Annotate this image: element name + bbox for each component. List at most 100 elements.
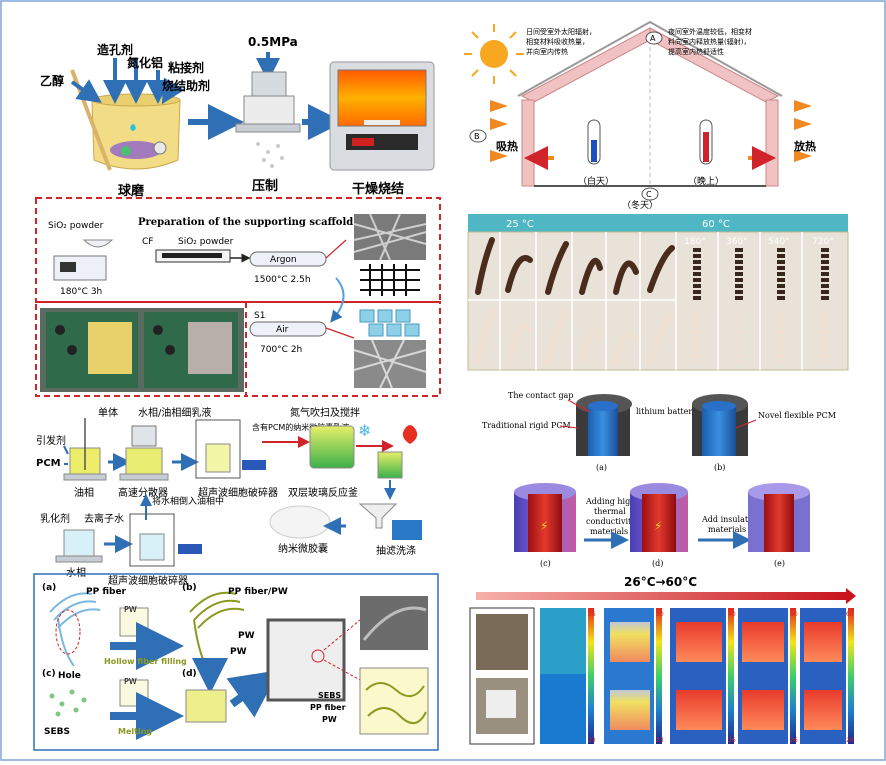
label-adding-4: materials bbox=[590, 527, 628, 536]
label-cond-argon: 1500°C 2.5h bbox=[254, 275, 311, 285]
scale1-top: 26 bbox=[588, 611, 596, 618]
label-ethanol: 乙醇 bbox=[40, 73, 64, 88]
label-b: (b) bbox=[714, 463, 725, 472]
label-dry-sinter: 干燥烧结 bbox=[352, 181, 404, 197]
label-nano: 纳米微胶囊 bbox=[278, 542, 328, 555]
label-d: (d) bbox=[652, 559, 663, 568]
label-a: (a) bbox=[596, 463, 607, 472]
label-b: (b) bbox=[182, 583, 197, 593]
label-air: Air bbox=[276, 325, 289, 335]
label-cond-air: 700°C 2h bbox=[260, 345, 302, 355]
label-monomer: 单体 bbox=[98, 407, 118, 419]
panel-ball-mill-pressing: 乙醇 造孔剂 氮化铝 粘接剂 烧结助剂 球磨 0.5MPa 压制 干燥烧结 bbox=[40, 35, 435, 199]
label-pp-fiber: PP fiber bbox=[86, 587, 127, 597]
scale4-top: 50 bbox=[790, 611, 798, 618]
label-pp-pw: PP fiber/PW bbox=[228, 587, 288, 597]
label-pcm: PCM bbox=[36, 458, 61, 469]
label-sinter-aid: 烧结助剂 bbox=[162, 78, 210, 93]
svg-text:⚡: ⚡ bbox=[540, 519, 548, 533]
header-25c bbox=[468, 214, 572, 232]
label-disperser: 高速分散器 bbox=[118, 486, 168, 499]
label-d: (d) bbox=[182, 669, 197, 679]
tube-furnace-argon bbox=[249, 251, 327, 267]
label-argon: Argon bbox=[270, 255, 297, 265]
label-contact-gap: The contact gap bbox=[508, 391, 573, 400]
scale5-bottom: 26 bbox=[846, 737, 854, 744]
scale2-top: 30 bbox=[656, 611, 664, 618]
label-pw-2: PW bbox=[238, 631, 255, 641]
night-text-2: 料向室内释放热量(辐射)， bbox=[668, 37, 750, 46]
label-emulsifier: 乳化剂 bbox=[40, 512, 70, 525]
label-adding-2: thermal bbox=[594, 507, 626, 516]
label-360: 360° bbox=[726, 237, 748, 247]
label-emulsion: 含有PCM的纳米微胶囊乳液 bbox=[252, 422, 349, 432]
blue-lattice bbox=[359, 309, 420, 337]
label-rigid-pcm: Traditional rigid PCM bbox=[482, 421, 571, 430]
label-cf: CF bbox=[142, 237, 153, 247]
label-nitrogen: 氮气吹扫及搅拌 bbox=[290, 406, 360, 419]
label-melting: Melting bbox=[118, 727, 152, 736]
label-hole: Hole bbox=[58, 671, 81, 681]
composite-film bbox=[266, 618, 346, 702]
label-sio2-powder-2: SiO₂ powder bbox=[178, 237, 234, 247]
label-initiator: 引发剂 bbox=[36, 434, 66, 447]
black-lattice bbox=[360, 264, 420, 296]
filter-funnel bbox=[358, 503, 398, 529]
label-720: 720° bbox=[812, 237, 834, 247]
panel-microcapsule: 单体 水相/油相细乳液 引发剂 PCM 油相 高速分散器 超声波细胞破碎器 含有… bbox=[36, 406, 422, 587]
label-binder: 粘接剂 bbox=[168, 60, 204, 75]
label-pw-3: PW bbox=[230, 647, 247, 657]
label-day: （白天） bbox=[578, 175, 614, 187]
reactor-vessel bbox=[309, 425, 355, 469]
panel-pp-fiber: (a) PP fiber Hole PW Hollow fiber fillin… bbox=[33, 573, 439, 751]
press-piston bbox=[251, 71, 287, 97]
label-adding-1: Adding high bbox=[585, 497, 635, 506]
label-furnace-cond: 180°C 3h bbox=[60, 287, 102, 297]
label-c: (c) bbox=[42, 669, 56, 679]
sem-image-2 bbox=[354, 340, 426, 388]
label-winter: （冬天） bbox=[622, 199, 658, 211]
label-540: 540° bbox=[768, 237, 790, 247]
label-s1: S1 bbox=[254, 311, 265, 321]
battery-b bbox=[702, 406, 736, 456]
label-water-oil: 水相/油相细乳液 bbox=[138, 406, 211, 419]
label-oil: 油相 bbox=[74, 486, 94, 499]
label-c: (c) bbox=[540, 559, 551, 568]
nano-powder bbox=[269, 505, 331, 539]
label-ins-2: materials bbox=[708, 525, 746, 534]
wall-left bbox=[521, 99, 535, 187]
label-night: （晚上） bbox=[688, 176, 724, 187]
label-hollow: Hollow fiber filling bbox=[104, 657, 187, 666]
scale3-bottom: 26 bbox=[728, 737, 736, 744]
svg-text:⚡: ⚡ bbox=[654, 519, 662, 533]
label-flexible: Novel flexible PCM bbox=[758, 411, 836, 420]
label-sio2-powder: SiO₂ powder bbox=[48, 221, 104, 231]
label-deion: 去离子水 bbox=[84, 512, 124, 525]
battery-a bbox=[588, 406, 618, 456]
panel-thermal-imaging: 26°C→60°C 26 23 30 23 40 26 50 26 60 bbox=[469, 575, 856, 745]
night-text-1: 夜间室外温度较低，相变材 bbox=[668, 27, 752, 36]
label-60c: 60 °C bbox=[702, 219, 730, 230]
scale5-top: 60 bbox=[846, 611, 854, 618]
label-reactor: 双层玻璃反应釜 bbox=[288, 486, 358, 499]
scale3-top: 40 bbox=[728, 611, 736, 618]
label-25c: 25 °C bbox=[506, 219, 534, 230]
temperature-bar bbox=[476, 592, 846, 600]
marker-a: A bbox=[650, 34, 656, 43]
panel-house: 日间受室外太阳辐射， 相变材料吸收热量， 并向室内传热 夜间室外温度较低，相变材… bbox=[464, 20, 816, 211]
label-ultrasonic: 超声波细胞破碎器 bbox=[198, 486, 278, 499]
sem-image-3 bbox=[360, 596, 428, 650]
label-e: (e) bbox=[774, 559, 785, 568]
scale4-bottom: 26 bbox=[790, 737, 798, 744]
structure-schematic bbox=[359, 667, 429, 735]
pp-fiber-frame bbox=[33, 573, 439, 751]
sun-icon bbox=[480, 40, 508, 68]
label-pw-4: PW bbox=[124, 677, 137, 686]
panel-battery-pcm: The contact gap lithium battery Traditio… bbox=[482, 391, 836, 568]
wall-right bbox=[765, 99, 779, 187]
scale1-bottom: 23 bbox=[588, 737, 596, 744]
day-text-3: 并向室内传热 bbox=[526, 47, 568, 56]
